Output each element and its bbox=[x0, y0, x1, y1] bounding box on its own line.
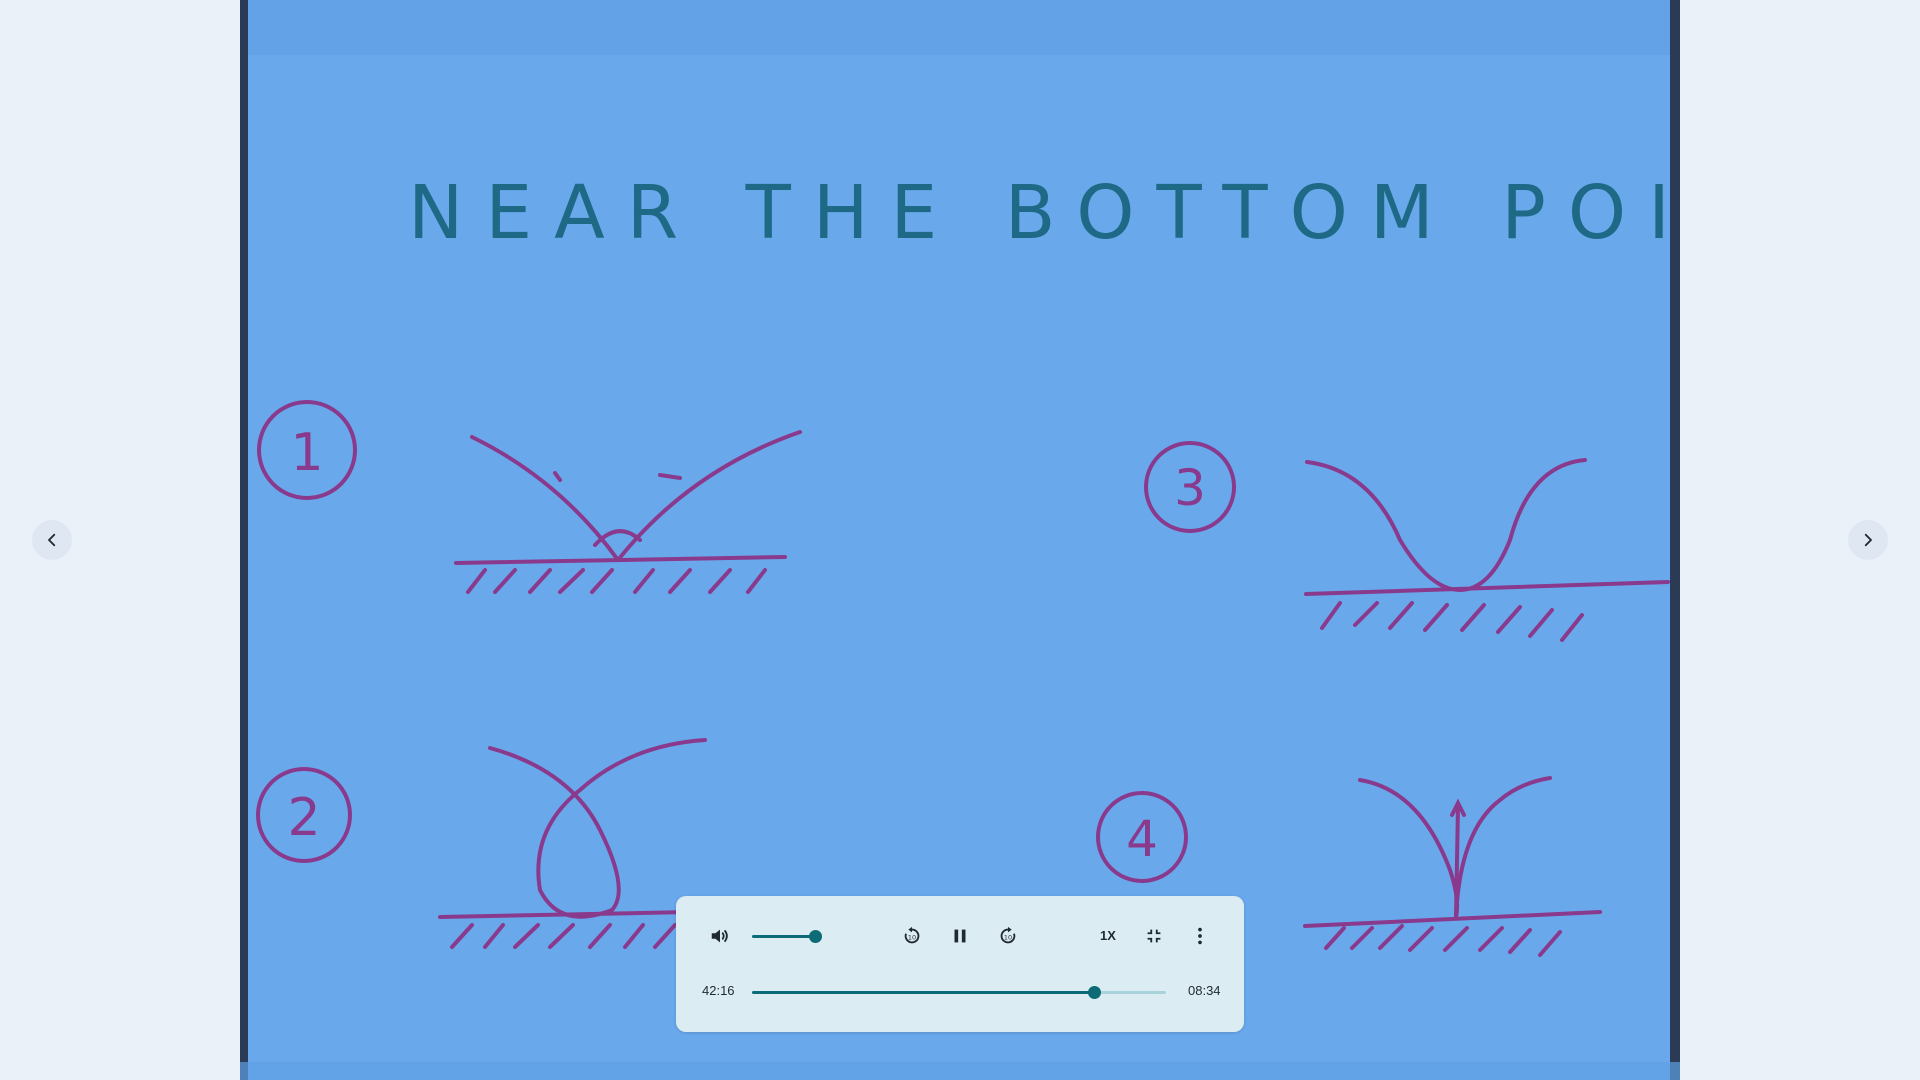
seek-bar[interactable] bbox=[752, 986, 1166, 999]
volume-slider-thumb[interactable] bbox=[809, 930, 822, 943]
diagram-4 bbox=[1096, 776, 1602, 957]
forward-10-button[interactable]: 10 bbox=[992, 920, 1024, 952]
slide-title: NEAR THE BOTTOM POINT: bbox=[408, 170, 1680, 256]
seek-bar-thumb[interactable] bbox=[1087, 986, 1101, 999]
playback-speed-button[interactable]: 1X bbox=[1100, 928, 1116, 943]
diagram-label-4: 4 bbox=[1126, 810, 1158, 868]
volume-slider-fill bbox=[752, 935, 815, 938]
volume-slider[interactable] bbox=[752, 930, 822, 943]
diagram-label-1: 1 bbox=[290, 423, 323, 483]
previous-button[interactable] bbox=[32, 520, 72, 560]
diagram-2 bbox=[256, 738, 707, 949]
diagram-label-3: 3 bbox=[1174, 459, 1206, 517]
video-frame[interactable]: NEAR THE BOTTOM POINT: 1 2 bbox=[240, 0, 1680, 1080]
chevron-left-icon bbox=[48, 533, 56, 547]
svg-text:10: 10 bbox=[908, 934, 916, 942]
diagram-3 bbox=[1144, 441, 1670, 642]
pause-button[interactable] bbox=[944, 920, 976, 952]
lecture-board: NEAR THE BOTTOM POINT: 1 2 bbox=[240, 0, 1680, 1080]
replay-10-icon: 10 bbox=[904, 926, 920, 944]
more-options-button[interactable] bbox=[1184, 920, 1216, 952]
svg-text:10: 10 bbox=[1004, 934, 1012, 942]
diagram-label-2: 2 bbox=[287, 788, 320, 848]
pause-icon bbox=[954, 929, 966, 943]
remaining-time: 08:34 bbox=[1188, 983, 1221, 998]
current-time: 42:16 bbox=[702, 983, 735, 998]
more-vert-icon bbox=[1198, 927, 1202, 945]
rewind-10-button[interactable]: 10 bbox=[896, 920, 928, 952]
fullscreen-exit-icon bbox=[1147, 929, 1161, 943]
next-button[interactable] bbox=[1848, 520, 1888, 560]
chevron-right-icon bbox=[1864, 533, 1872, 547]
mute-button[interactable] bbox=[704, 920, 736, 952]
diagram-1 bbox=[257, 400, 802, 594]
forward-10-icon: 10 bbox=[1000, 926, 1016, 944]
seek-bar-fill bbox=[752, 991, 1094, 994]
volume-up-icon bbox=[711, 929, 728, 943]
exit-fullscreen-button[interactable] bbox=[1138, 920, 1170, 952]
player-controls: 10 10 1X bbox=[676, 896, 1244, 1032]
